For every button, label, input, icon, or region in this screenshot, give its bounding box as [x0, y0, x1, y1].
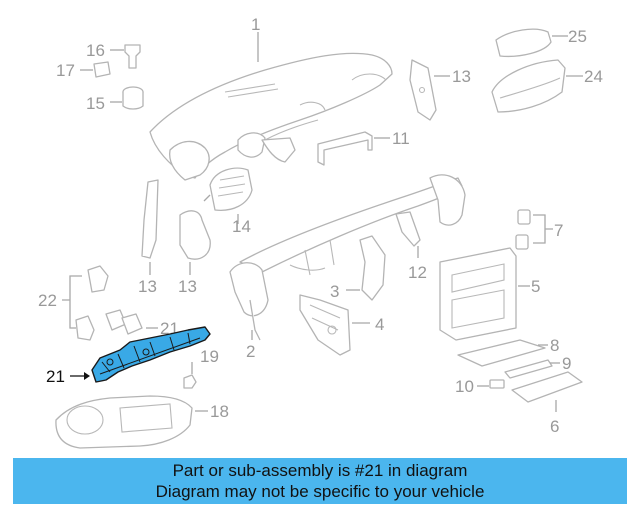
- callout-6: 6: [550, 417, 559, 436]
- part-8-panel: [457, 339, 546, 367]
- callout-8: 8: [550, 336, 559, 355]
- callout-19: 18: [210, 402, 229, 421]
- callout-2: 2: [246, 342, 255, 361]
- part-13-side-panel-upper: [409, 59, 437, 121]
- part-21-knee-bolster-bracket: [91, 326, 211, 383]
- part-25-cover: [495, 28, 552, 58]
- callout-12: 12: [408, 263, 427, 282]
- part-23-brackets: [75, 265, 109, 341]
- callout-23: 22: [38, 291, 57, 310]
- part-22-clips: [105, 309, 143, 335]
- part-3-bracket: [359, 235, 386, 301]
- callout-1: 1: [251, 15, 260, 34]
- part-20-nut: [183, 374, 197, 389]
- callout-13-lower: 13: [178, 277, 197, 296]
- part-1-dashboard: [149, 52, 393, 181]
- callout-15: 14: [232, 217, 251, 236]
- part-13-side-panel-lower: [179, 210, 211, 260]
- callout-18: 17: [56, 61, 75, 80]
- part-6-tray: [511, 371, 583, 403]
- part-14-pillar: [141, 179, 159, 259]
- callout-17: 16: [86, 41, 105, 60]
- part-5-bezel: [439, 247, 517, 341]
- callout-10: 10: [455, 377, 474, 396]
- part-9-strip: [504, 359, 553, 379]
- part-10-clip: [489, 379, 505, 389]
- part-16-knob: [122, 86, 144, 110]
- banner-line-2: Diagram may not be specific to your vehi…: [155, 482, 485, 501]
- callout-11: 11: [392, 129, 410, 148]
- part-15-vent-housing: [209, 167, 253, 211]
- callout-24: 24: [584, 67, 603, 86]
- part-24-glovebox-door: [491, 59, 566, 113]
- callout-14: 13: [138, 277, 157, 296]
- part-12-bracket: [395, 211, 421, 247]
- part-17-clip: [124, 44, 141, 69]
- callout-4: 4: [375, 315, 384, 334]
- parts-diagram: 1 16 17 15 25 24 13 11 14: [38, 15, 603, 449]
- callout-13-upper: 13: [452, 67, 471, 86]
- callout-7: 7: [554, 221, 563, 240]
- callout-9: 9: [562, 354, 571, 373]
- part-18-nut: [93, 61, 111, 78]
- callout-16: 15: [86, 94, 105, 113]
- part-7-clips: [515, 209, 531, 250]
- callout-20: 19: [200, 347, 219, 366]
- callout-3: 3: [330, 282, 339, 301]
- callout-25: 25: [568, 27, 587, 46]
- part-19-lower-trim: [55, 395, 193, 449]
- callout-21: 21: [46, 367, 65, 386]
- part-crossbeam: [229, 174, 466, 356]
- info-banner: Part or sub-assembly is #21 in diagram D…: [13, 458, 627, 504]
- banner-line-1: Part or sub-assembly is #21 in diagram: [172, 461, 468, 480]
- callout-5: 5: [531, 277, 540, 296]
- part-11-bracket: [317, 131, 373, 166]
